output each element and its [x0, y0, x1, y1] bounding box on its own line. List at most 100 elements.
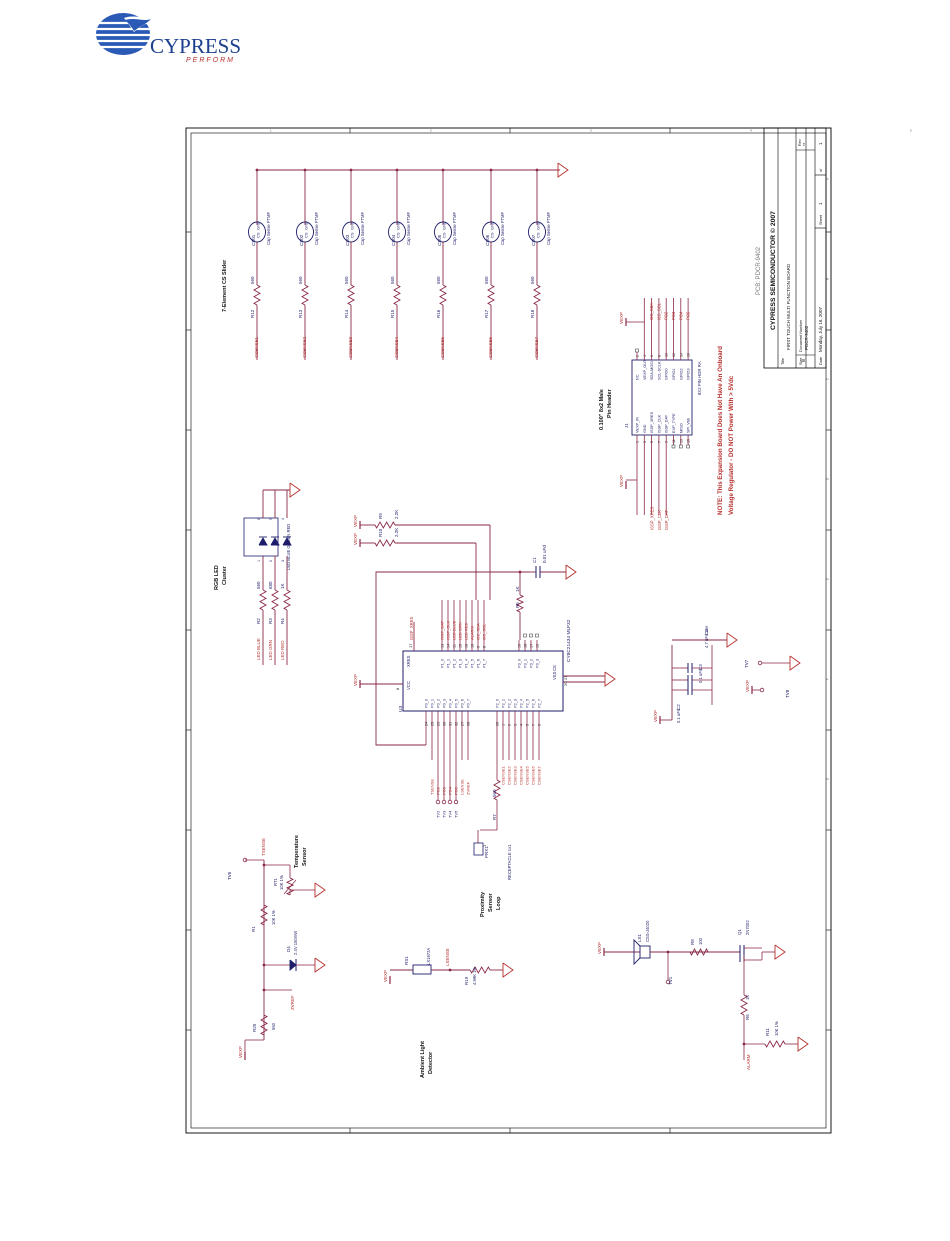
r8-resistor	[689, 947, 709, 957]
r5-resistor	[515, 594, 525, 613]
net-label: CSENSE1	[501, 766, 506, 785]
header-pin-label: GPIO2	[679, 368, 683, 380]
title-sheet: 1	[818, 202, 823, 205]
pin-number: 17	[408, 643, 413, 648]
testpoint-label: TV7	[744, 659, 749, 668]
net-label: CSENSE6	[531, 766, 536, 785]
led-resistor	[283, 589, 291, 611]
header-pin-label: VEXP_OUT	[643, 359, 647, 380]
pcb-label: PCB: PDCR-9402	[756, 246, 762, 295]
resistor-value: 10K 1%	[271, 910, 276, 925]
pin-number: 26	[496, 722, 500, 726]
pin-label: P1_0	[440, 658, 445, 668]
led-diode	[270, 537, 280, 546]
light-sensor	[412, 964, 432, 975]
testpoint-label: TV4	[448, 810, 453, 818]
temp-title: Temperature	[294, 835, 300, 868]
pin-label: P1_1	[446, 659, 451, 668]
sheet-inner-border	[190, 132, 827, 1129]
header-pin-label: NC	[636, 374, 640, 380]
sensor-pin-label: CS	[396, 232, 401, 238]
slider-resistor	[533, 284, 541, 306]
slider-title: 7-Element CS Slider	[222, 259, 228, 312]
buzzer-horn	[633, 938, 641, 966]
no-connect	[671, 444, 676, 449]
header-pin-label: SCL-SCLK	[657, 361, 661, 380]
cypress-globe-icon	[95, 13, 154, 55]
resistor-ref: R11	[765, 1028, 770, 1036]
resistor-ref: R12	[250, 309, 255, 318]
r6-resistor	[740, 994, 748, 1016]
resistor-value: 1K	[515, 586, 520, 592]
buzzer-ref: LS1	[637, 933, 642, 942]
resistor-ref: R1	[251, 926, 256, 932]
pullup-resistor	[374, 539, 396, 547]
temp-title: Sensor	[302, 846, 308, 866]
header-pin-label: ISSP_XRES	[650, 411, 654, 433]
resistor-value: 560	[436, 276, 441, 284]
power-flag-label: VEXP	[653, 710, 658, 722]
resistor-ref: R8	[690, 939, 695, 945]
resistor-value: 560	[390, 276, 395, 284]
tv7-ground	[789, 655, 801, 671]
header-pin-label: GPIO1	[672, 368, 676, 380]
pin-number: 15	[459, 644, 463, 648]
pin-label: P0_1	[430, 699, 435, 708]
sensor-ref: CS01	[251, 234, 256, 246]
pin-number: 1	[502, 724, 506, 726]
net-label: PO2	[664, 311, 669, 320]
pin-number: 4	[281, 518, 285, 520]
border-index: G	[826, 777, 830, 780]
pin-label: P1_6	[476, 659, 481, 668]
sensor-ref: CS02	[299, 234, 304, 246]
pin-label: P1_3	[458, 659, 463, 668]
pin-label: P2_4	[519, 698, 524, 708]
resistor-value: 100	[698, 937, 703, 945]
pin-number: 13	[679, 439, 683, 443]
sensor-pin-label: GND	[442, 221, 447, 230]
power-flag-label: VEXP	[353, 533, 358, 545]
cap-ref: C3	[698, 664, 703, 670]
resistor-ref: R13	[298, 309, 303, 318]
header-title: Pin Header	[607, 388, 613, 418]
cap-value: 0.1 uFd	[698, 668, 703, 683]
header-pin-label: EXP_TYPE	[672, 413, 676, 433]
mcu-ref: U3	[398, 706, 404, 712]
resistor-ref: R3	[268, 618, 273, 624]
pin-label: P0_5	[454, 699, 459, 708]
power-flag-label: VEXP	[238, 1046, 243, 1058]
header-body	[631, 359, 693, 436]
resistor-ref: R15	[390, 309, 395, 318]
thermistor-value: 10K 1%	[279, 875, 284, 890]
net-label: ALARM	[470, 626, 475, 640]
mosfet-part: 2N7002	[745, 920, 750, 935]
pin-number: 7	[532, 724, 536, 726]
buzzer-part: CSS-J4020	[645, 920, 650, 942]
thermistor-ref: RT1	[273, 877, 278, 886]
pin-label: P2_7	[537, 699, 542, 708]
sensor-ref: CS07	[531, 234, 536, 246]
sensor-pin-label: CS	[536, 232, 541, 238]
net-label: ISSP_XRES	[650, 507, 655, 530]
resistor-value: 1K	[745, 995, 750, 1000]
title-field-label: Document Number	[799, 319, 803, 352]
border-index: A	[826, 178, 830, 180]
sensor-part: Cap Sense FTMF	[314, 212, 319, 245]
led-ground	[289, 482, 301, 498]
slider-resistor	[487, 284, 495, 306]
pin-number: 4	[643, 355, 647, 357]
resistor-value: 560	[484, 276, 489, 284]
pin-number: 2	[269, 560, 273, 562]
led-diode	[282, 537, 292, 546]
header-pin-label: MISO	[679, 423, 683, 433]
header-title: 0.100" 8x2 Male	[599, 389, 605, 430]
net-label: I2C_SCL	[482, 623, 487, 640]
test-point	[757, 660, 763, 666]
mosfet-ref: Q1	[737, 928, 742, 935]
border-index: 3	[590, 129, 592, 133]
pin-number: 17	[530, 644, 534, 648]
r19-resistor	[469, 966, 491, 974]
led-diode	[258, 537, 268, 546]
pin-label: P2_5	[525, 699, 530, 708]
